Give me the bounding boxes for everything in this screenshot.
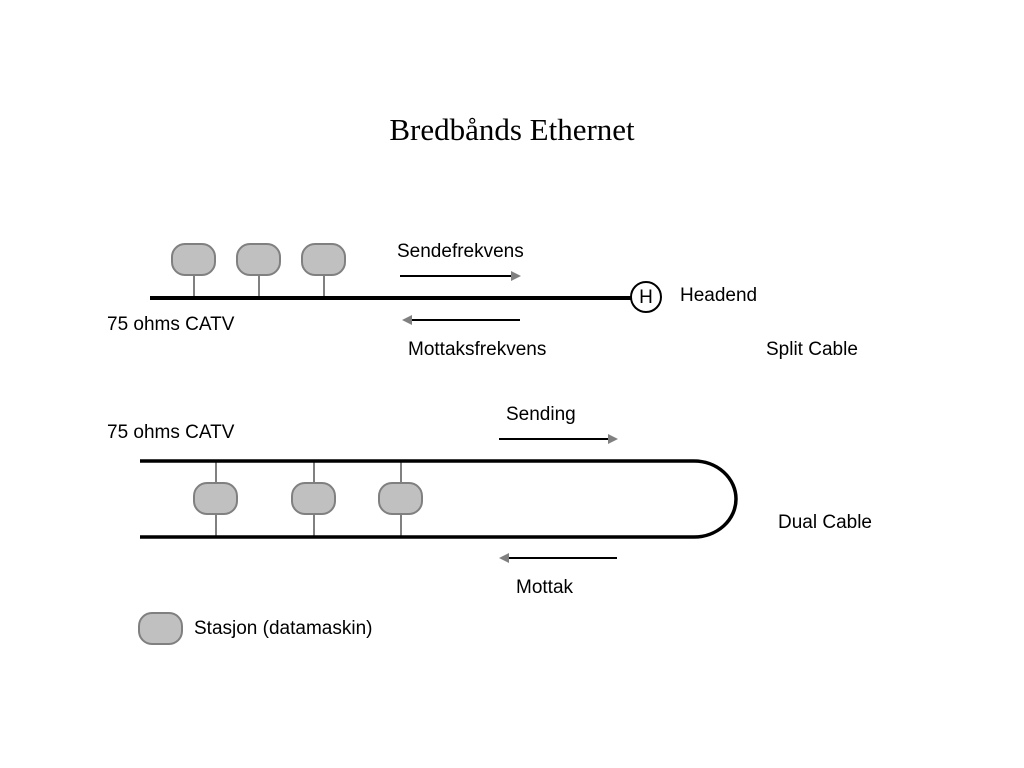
split-cable-section <box>150 243 662 325</box>
dual-station-3 <box>378 482 423 515</box>
split-receive-label: Mottaksfrekvens <box>408 339 547 360</box>
dual-receive-label: Mottak <box>516 577 574 598</box>
headend-label: Headend <box>680 285 758 306</box>
headend-symbol: H <box>639 287 653 308</box>
dual-cable-section <box>140 434 738 563</box>
split-receive-arrow-head <box>402 315 412 325</box>
dual-send-arrow-head <box>608 434 618 444</box>
split-cable-label: 75 ohms CATV <box>107 314 235 335</box>
split-send-label: Sendefrekvens <box>397 241 524 262</box>
legend-station-symbol <box>138 612 183 645</box>
dual-receive-arrow-head <box>499 553 509 563</box>
dual-cable-loop <box>140 459 738 539</box>
dual-send-label: Sending <box>506 404 576 425</box>
split-station-3 <box>301 243 346 276</box>
headend-circle <box>630 281 662 313</box>
dual-station-1 <box>193 482 238 515</box>
split-cable-name: Split Cable <box>766 339 858 360</box>
dual-cable-label: 75 ohms CATV <box>107 422 235 443</box>
dual-cable-name: Dual Cable <box>778 512 872 533</box>
split-send-arrow-head <box>511 271 521 281</box>
legend-label: Stasjon (datamaskin) <box>194 618 373 639</box>
diagram-title: Bredbånds Ethernet <box>389 112 635 147</box>
dual-station-2 <box>291 482 336 515</box>
split-station-1 <box>171 243 216 276</box>
split-station-2 <box>236 243 281 276</box>
